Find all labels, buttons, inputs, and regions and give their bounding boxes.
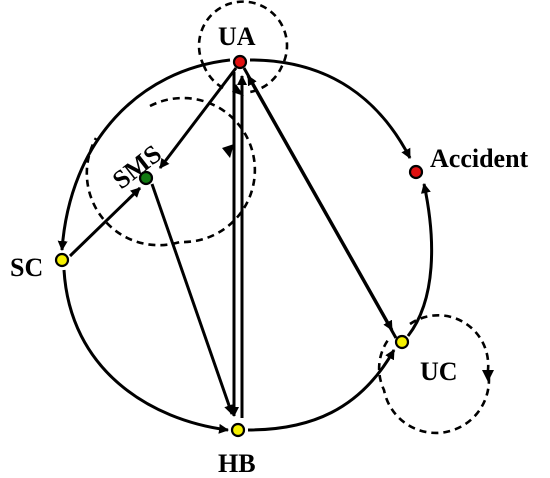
edge-sms-hb: [150, 183, 234, 415]
node-hb: [230, 422, 246, 438]
edge-sc-hb: [62, 269, 229, 434]
label-sms: SMS: [107, 139, 167, 195]
nodes: [54, 54, 424, 438]
label-hb: HB: [218, 449, 256, 478]
self-loop-uc-arrowhead: [482, 370, 494, 382]
label-sc: SC: [10, 253, 43, 282]
node-uc: [394, 334, 410, 350]
labels: UA SMS Accident SC UC HB: [10, 22, 529, 478]
edges: [57, 58, 434, 434]
self-loop-uc: [377, 314, 494, 435]
edge-ua-sms: [158, 67, 238, 169]
edge-hb-uc: [247, 349, 396, 432]
edge-uc-accident: [406, 183, 434, 337]
label-ua: UA: [218, 22, 256, 51]
self-loop-uc-path: [377, 314, 491, 435]
self-loop-ua-tail: [202, 65, 224, 90]
node-sc: [54, 252, 70, 268]
label-accident: Accident: [430, 144, 529, 173]
self-loop-sms-path: [85, 96, 257, 247]
node-sms: [138, 170, 154, 186]
edge-ua-sc: [57, 58, 231, 251]
edge-sc-sms: [68, 186, 142, 258]
edge-ua-accident: [249, 58, 412, 159]
self-loop-sms-arrowhead: [222, 144, 234, 158]
label-uc: UC: [420, 357, 458, 386]
node-ua: [232, 54, 248, 70]
edge-ua-uc-up: [246, 75, 398, 339]
node-accident: [408, 164, 424, 180]
self-loop-sms: [85, 96, 257, 247]
